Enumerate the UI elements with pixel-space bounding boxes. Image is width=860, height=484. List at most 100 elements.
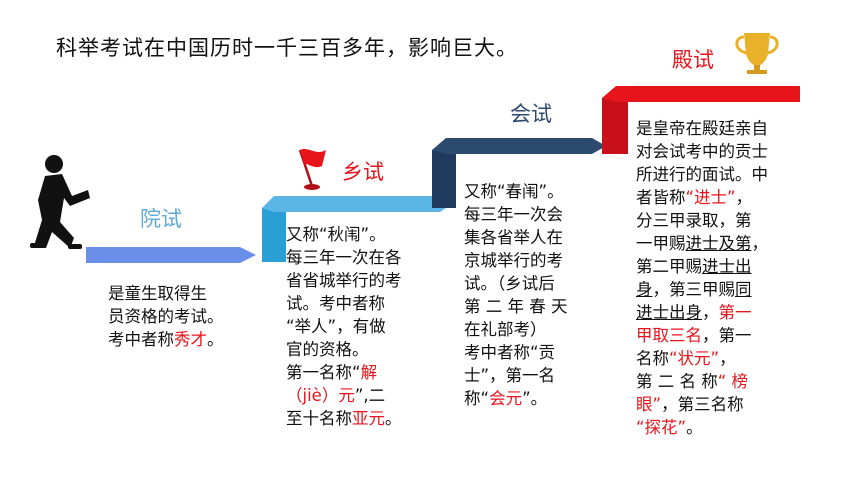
desc-text: 名称 xyxy=(636,349,669,368)
desc-line: 士”，第一名 xyxy=(464,364,567,387)
desc-text: ， xyxy=(702,303,719,322)
desc-line: 对会试考中的贡士 xyxy=(636,140,768,163)
desc-text: 集各省举人在 xyxy=(464,228,563,247)
desc-text: 第二甲赐 xyxy=(636,257,702,276)
desc-text: 第 二 名 称 xyxy=(636,372,718,391)
desc-text: 者皆称 xyxy=(636,188,686,207)
highlight-text: 秀才 xyxy=(174,330,207,349)
desc-line: 进士出身，第一 xyxy=(636,301,768,324)
highlight-text: 亚元 xyxy=(352,409,385,428)
gold-trophy-icon xyxy=(735,33,779,74)
desc-text: 试。（乡试后 xyxy=(464,274,555,293)
desc-text: 对会试考中的贡士 xyxy=(636,142,768,161)
desc-text: 是童生取得生 xyxy=(108,284,207,303)
desc-line: 是童生取得生 xyxy=(108,282,224,305)
desc-line: 集各省举人在 xyxy=(464,226,567,249)
underlined-text: 身 xyxy=(636,280,653,299)
highlight-text: （jiè）元 xyxy=(286,386,355,405)
desc-text: ，第三名称 xyxy=(661,395,744,414)
desc-line: 每三年一次在各 xyxy=(286,246,402,269)
desc-text: ”。 xyxy=(522,389,548,408)
desc-line: 京城举行的考 xyxy=(464,249,567,272)
page-title: 科举考试在中国历时一千三百多年，影响巨大。 xyxy=(56,36,518,60)
walking-person-icon xyxy=(30,155,90,249)
desc-line: 每三年一次会 xyxy=(464,203,567,226)
underlined-text: 进士出身 xyxy=(636,303,702,322)
highlight-text: “ 榜 xyxy=(717,372,749,391)
stage-desc-yuanshi: 是童生取得生员资格的考试。考中者称秀才。 xyxy=(108,282,224,351)
desc-line: “举人”，有做 xyxy=(286,315,402,338)
highlight-text: 解 xyxy=(360,363,378,382)
desc-text: 。 xyxy=(385,409,402,428)
desc-line: 分三甲录取，第 xyxy=(636,209,768,232)
desc-text: ， xyxy=(751,234,769,253)
desc-line: 一甲赐进士及第， xyxy=(636,232,768,255)
desc-line: 又称“秋闱”。 xyxy=(286,223,402,246)
desc-text: 称“ xyxy=(464,389,490,408)
desc-line: 者皆称“进士”， xyxy=(636,186,768,209)
desc-text: 分三甲录取，第 xyxy=(636,211,752,230)
desc-text: 每三年一次会 xyxy=(464,205,563,224)
stage-desc-huishi: 又称“春闱”。每三年一次会集各省举人在京城举行的考试。（乡试后第 二 年 春 天… xyxy=(464,180,567,410)
desc-text: 一甲赐 xyxy=(636,234,686,253)
desc-line: （jiè）元”,二 xyxy=(286,384,402,407)
desc-text: ，第一 xyxy=(702,326,752,345)
desc-line: “探花”。 xyxy=(636,416,768,439)
stage-label-xiangshi: 乡试 xyxy=(342,160,384,184)
step-dianshi-bar xyxy=(602,86,800,102)
desc-line: 省省城举行的考 xyxy=(286,269,402,292)
stage-label-yuanshi: 院试 xyxy=(140,207,182,231)
desc-line: 是皇帝在殿廷亲自 xyxy=(636,117,768,140)
desc-line: 称“会元”。 xyxy=(464,387,567,410)
step-xiangshi-bar xyxy=(262,196,432,212)
desc-text: 试。考中者称 xyxy=(286,294,385,313)
desc-text: 又称“秋闱”。 xyxy=(286,225,386,244)
desc-line: 试。（乡试后 xyxy=(464,272,567,295)
desc-text: 至十名称 xyxy=(286,409,352,428)
underlined-text: 进士出 xyxy=(702,257,752,276)
stage-desc-xiangshi: 又称“秋闱”。每三年一次在各省省城举行的考试。考中者称 “举人”，有做官的资格。第… xyxy=(286,223,402,430)
desc-text: 省省城举行的考 xyxy=(286,271,402,290)
desc-line: 在礼部考） xyxy=(464,318,567,341)
highlight-text: 会元 xyxy=(489,389,523,408)
desc-text: ，第三甲赐 xyxy=(652,280,736,299)
desc-text: 考中者称 xyxy=(108,330,174,349)
stage-desc-dianshi: 是皇帝在殿廷亲自对会试考中的贡士所进行的面试。中者皆称“进士”，分三甲录取，第一… xyxy=(636,117,768,439)
desc-line: 员资格的考试。 xyxy=(108,305,224,328)
desc-text: 官的资格。 xyxy=(286,340,369,359)
desc-line: 所进行的面试。中 xyxy=(636,163,768,186)
highlight-text: “状元” xyxy=(669,349,720,368)
desc-line: 又称“春闱”。 xyxy=(464,180,567,203)
desc-line: 试。考中者称 xyxy=(286,292,402,315)
desc-text: 士”，第一名 xyxy=(464,366,556,385)
desc-text: ， xyxy=(735,188,753,207)
desc-line: 身，第三甲赐同 xyxy=(636,278,768,301)
desc-text: 考中者称“贡 xyxy=(464,343,556,362)
desc-text: 。 xyxy=(686,418,703,437)
stage-label-huishi: 会试 xyxy=(510,102,552,126)
desc-text: 每三年一次在各 xyxy=(286,248,402,267)
desc-text: 第一名称“ xyxy=(286,363,361,382)
red-flag-icon xyxy=(298,149,326,190)
desc-text: “举人”，有做 xyxy=(286,317,386,336)
desc-line: 第一名称“解 xyxy=(286,361,402,384)
desc-line: 考中者称秀才。 xyxy=(108,328,224,351)
highlight-text: 甲取三名 xyxy=(636,326,702,345)
desc-line: 第二甲赐进士出 xyxy=(636,255,768,278)
step-yuanshi-bar xyxy=(86,247,256,263)
highlight-text: “探花” xyxy=(636,418,687,437)
desc-text: ”,二 xyxy=(354,386,386,405)
desc-line: 眼”，第三名称 xyxy=(636,393,768,416)
step-huishi-bar xyxy=(432,138,606,154)
highlight-text: 眼” xyxy=(636,395,662,414)
step-dianshi-riser xyxy=(602,86,628,154)
highlight-text: 第一 xyxy=(718,303,752,322)
underlined-text: 进士及第 xyxy=(685,234,752,253)
desc-text: 在礼部考） xyxy=(464,320,547,339)
desc-line: 名称“状元”， xyxy=(636,347,768,370)
desc-line: 第 二 名 称“ 榜 xyxy=(636,370,768,393)
desc-text: 是皇帝在殿廷亲自 xyxy=(636,119,768,138)
desc-text: 京城举行的考 xyxy=(464,251,563,270)
desc-text: ， xyxy=(719,349,736,368)
